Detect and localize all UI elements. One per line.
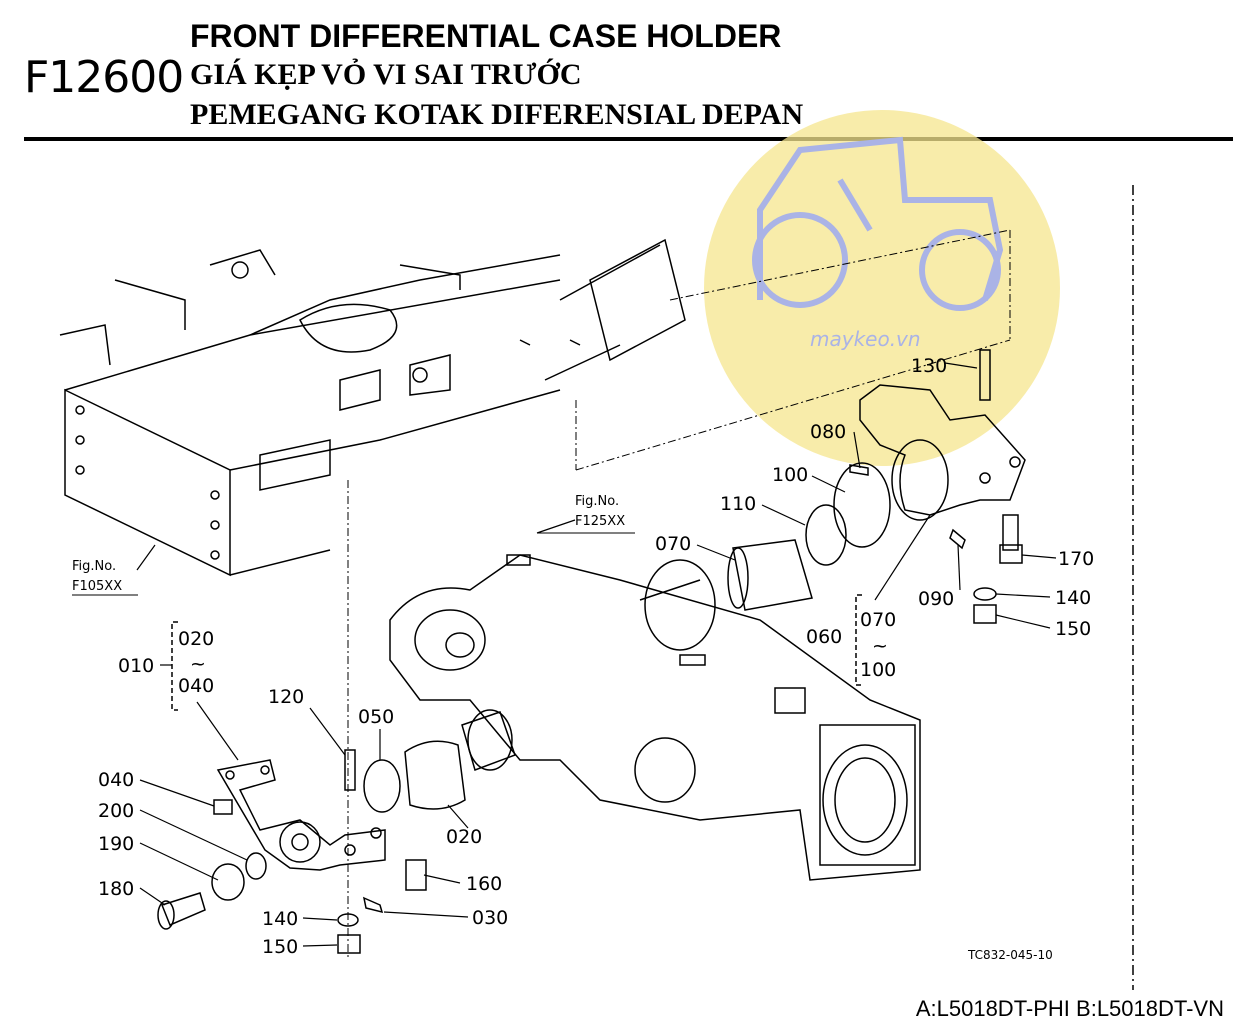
- fig-ref-frame-code: F105XX: [72, 579, 122, 594]
- title-vietnamese: GIÁ KẸP VỎ VI SAI TRƯỚC: [190, 58, 582, 91]
- fig-ref-frame-label: Fig.No.: [72, 559, 116, 574]
- title-indonesian: PEMEGANG KOTAK DIFERENSIAL DEPAN: [190, 98, 804, 131]
- part-label-170: 170: [1058, 548, 1094, 570]
- part-label-130: 130: [911, 355, 947, 377]
- part-range-tilde-right: ~: [872, 635, 888, 657]
- part-label-110: 110: [720, 493, 756, 515]
- part-label-180: 180: [98, 878, 134, 900]
- figure-code: F12600: [24, 52, 184, 103]
- part-label-190: 190: [98, 833, 134, 855]
- part-label-140-left: 140: [262, 908, 298, 930]
- header-rule: [24, 137, 1233, 141]
- watermark-logo: maykeo.vn: [704, 110, 1060, 466]
- part-label-140-right: 140: [1055, 587, 1091, 609]
- part-label-030: 030: [472, 907, 508, 929]
- part-label-020-range: 020: [178, 628, 214, 650]
- right-holder-drawing: [727, 349, 1026, 624]
- part-label-040-range: 040: [178, 675, 214, 697]
- part-label-080: 080: [810, 421, 846, 443]
- part-label-020: 020: [446, 826, 482, 848]
- part-label-150-right: 150: [1055, 618, 1091, 640]
- part-range-tilde-left: ~: [190, 653, 206, 675]
- part-label-070-range: 070: [860, 609, 896, 631]
- part-label-070: 070: [655, 533, 691, 555]
- model-applicability: A:L5018DT-PHI B:L5018DT-VN: [915, 996, 1224, 1021]
- part-label-060: 060: [806, 626, 842, 648]
- part-label-090: 090: [918, 588, 954, 610]
- part-label-160: 160: [466, 873, 502, 895]
- part-label-150-left: 150: [262, 936, 298, 958]
- fig-ref-axle-code: F125XX: [575, 514, 625, 529]
- title-english: FRONT DIFFERENTIAL CASE HOLDER: [190, 18, 782, 54]
- fig-ref-axle-label: Fig.No.: [575, 494, 619, 509]
- left-holder-drawing: [157, 711, 516, 954]
- axle-housing-drawing: [389, 554, 921, 881]
- part-label-120: 120: [268, 686, 304, 708]
- part-label-100-range: 100: [860, 659, 896, 681]
- part-label-200: 200: [98, 800, 134, 822]
- watermark-text: maykeo.vn: [810, 327, 921, 351]
- drawing-reference: TC832-045-10: [968, 948, 1053, 962]
- part-label-010: 010: [118, 655, 154, 677]
- part-label-040: 040: [98, 769, 134, 791]
- part-label-050: 050: [358, 706, 394, 728]
- frame-drawing: [59, 238, 686, 577]
- part-label-100: 100: [772, 464, 808, 486]
